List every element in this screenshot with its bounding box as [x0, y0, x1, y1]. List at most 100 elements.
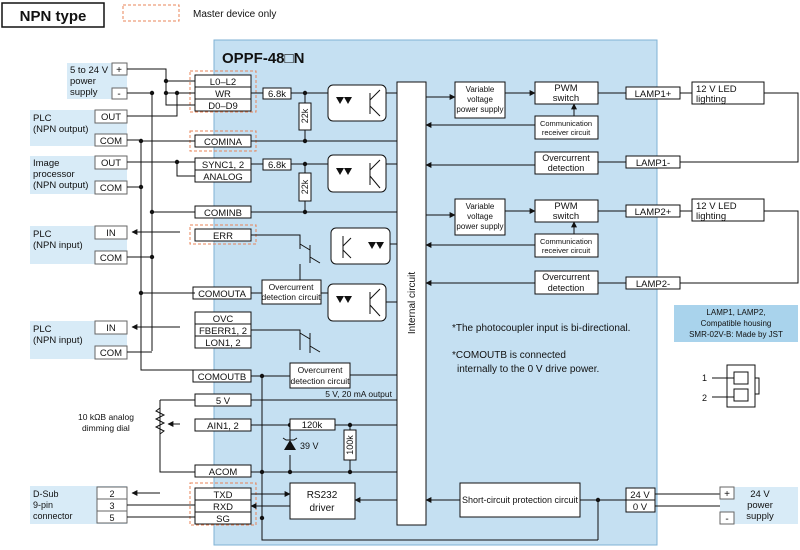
svg-text:(NPN output): (NPN output)	[33, 180, 88, 191]
legend-label: Master device only	[193, 9, 276, 20]
svg-text:lighting: lighting	[696, 94, 726, 105]
terminal-blocks: L0–L2 WR D0–D9 COMINA SYNC1, 2 ANALOG CO…	[192, 74, 252, 525]
svg-text:LAMP1+: LAMP1+	[635, 89, 672, 100]
svg-text:receiver circuit: receiver circuit	[542, 128, 591, 137]
svg-text:5 V: 5 V	[216, 396, 231, 407]
overcurrent-detection-a: Overcurrent detection circuit	[261, 279, 322, 305]
junction-dots	[138, 78, 601, 521]
zener-diode: 39 V	[282, 437, 319, 451]
svg-text:Image: Image	[33, 158, 59, 169]
svg-text:SYNC1, 2: SYNC1, 2	[202, 160, 244, 171]
type-badge	[1, 2, 105, 28]
svg-text:+: +	[724, 489, 730, 500]
svg-text:9-pin: 9-pin	[33, 500, 53, 510]
svg-text:COM: COM	[100, 136, 122, 147]
power-supply-24v: + - 24 V power supply	[719, 486, 798, 525]
svg-text:power: power	[70, 76, 96, 87]
svg-text:ERR: ERR	[213, 231, 233, 242]
svg-text:COMINB: COMINB	[204, 208, 242, 219]
short-circuit-protection: Short-circuit protection circuit	[459, 482, 581, 518]
svg-text:Communication: Communication	[540, 237, 592, 246]
svg-text:-: -	[725, 514, 728, 525]
svg-text:Overcurrent: Overcurrent	[542, 153, 590, 163]
overcurrent-detection-b: Overcurrent detection circuit	[289, 362, 351, 389]
svg-text:ACOM: ACOM	[209, 467, 238, 478]
resistor-100k: 100k	[345, 435, 355, 455]
svg-text:PLC: PLC	[33, 324, 52, 335]
power-supply-5-24: 5 to 24 V power supply + -	[67, 62, 128, 100]
connector-housing-drawing: 1 2	[702, 364, 760, 408]
svg-text:-: -	[117, 89, 120, 100]
output-terminals: LAMP1+ LAMP1- LAMP2+ LAMP2- 24 V 0 V	[625, 86, 681, 513]
svg-text:WR: WR	[215, 89, 231, 100]
dimming-potentiometer	[154, 400, 166, 472]
overcurrent-detection-2: Overcurrent detection	[534, 270, 599, 295]
svg-text:12 V LED: 12 V LED	[696, 84, 737, 95]
svg-text:5 to 24 V: 5 to 24 V	[70, 65, 109, 76]
svg-text:Variable: Variable	[466, 202, 495, 211]
svg-text:24 V: 24 V	[750, 489, 770, 500]
svg-text:0 V: 0 V	[633, 502, 648, 513]
svg-text:39 V: 39 V	[300, 441, 319, 451]
svg-text:D0–D9: D0–D9	[208, 101, 238, 112]
svg-text:COMOUTB: COMOUTB	[198, 372, 247, 383]
pwm-switch-1: PWM switch	[534, 81, 599, 105]
svg-text:Overcurrent: Overcurrent	[298, 365, 344, 375]
svg-text:COM: COM	[100, 183, 122, 194]
svg-text:COMOUTA: COMOUTA	[198, 289, 247, 300]
svg-text:SMR-02V-B: Made by JST: SMR-02V-B: Made by JST	[689, 330, 783, 339]
svg-text:Communication: Communication	[540, 119, 592, 128]
svg-text:2: 2	[702, 393, 707, 403]
svg-text:dimming dial: dimming dial	[82, 423, 130, 433]
svg-text:PWM: PWM	[554, 83, 577, 94]
photocoupler-ovc	[327, 283, 387, 322]
svg-text:detection: detection	[548, 163, 585, 173]
svg-text:power: power	[747, 500, 773, 511]
svg-text:Variable: Variable	[466, 85, 495, 94]
svg-text:COM: COM	[100, 253, 122, 264]
svg-text:voltage: voltage	[467, 212, 493, 221]
signal-arrows	[131, 90, 577, 509]
svg-text:Short-circuit protection circu: Short-circuit protection circuit	[462, 495, 579, 505]
svg-text:LAMP2+: LAMP2+	[635, 207, 672, 218]
svg-text:*COMOUTB is connected: *COMOUTB is connected	[452, 350, 566, 361]
svg-text:lighting: lighting	[696, 211, 726, 222]
svg-text:supply: supply	[70, 87, 98, 98]
svg-text:LON1, 2: LON1, 2	[205, 338, 240, 349]
pwm-switch-2: PWM switch	[534, 199, 599, 223]
svg-text:receiver circuit: receiver circuit	[542, 246, 591, 255]
svg-text:*The photocoupler input is bi-: *The photocoupler input is bi-directiona…	[452, 323, 630, 334]
svg-text:ANALOG: ANALOG	[203, 172, 243, 183]
svg-text:1: 1	[702, 373, 707, 383]
svg-text:3: 3	[109, 501, 114, 511]
svg-text:connector: connector	[33, 511, 73, 521]
svg-text:12 V LED: 12 V LED	[696, 201, 737, 212]
resistor-r68-2: 6.8k	[268, 160, 286, 171]
svg-text:PWM: PWM	[554, 201, 577, 212]
svg-text:LAMP1, LAMP2,: LAMP1, LAMP2,	[706, 308, 765, 317]
svg-text:AIN1, 2: AIN1, 2	[207, 421, 239, 432]
housing-info: LAMP1, LAMP2, Compatible housing SMR-02V…	[674, 305, 798, 342]
model-title: OPPF-48□N	[222, 50, 304, 67]
plc-npn-output: PLC (NPN output) OUT COM	[30, 109, 128, 147]
svg-text:LAMP1-: LAMP1-	[636, 158, 670, 169]
svg-text:switch: switch	[553, 93, 579, 104]
variable-power-supply-2: Variable voltage power supply	[454, 198, 506, 236]
internal-circuit-label: Internal circuit	[407, 272, 418, 334]
photocoupler-err	[330, 227, 391, 265]
svg-text:TXD: TXD	[214, 490, 233, 501]
svg-text:5: 5	[109, 513, 114, 523]
svg-text:RXD: RXD	[213, 502, 233, 513]
svg-text:(NPN input): (NPN input)	[33, 335, 83, 346]
internal-circuit-block	[396, 81, 427, 526]
svg-text:(NPN input): (NPN input)	[33, 240, 83, 251]
analog-dial-label: 10 kΩB analog dimming dial	[78, 412, 134, 433]
resistor-120k: 120k	[302, 420, 323, 431]
resistor-r68-1: 6.8k	[268, 89, 286, 100]
svg-text:COM: COM	[100, 348, 122, 359]
master-group-l	[189, 70, 257, 113]
svg-text:OVC: OVC	[213, 314, 234, 325]
svg-text:detection: detection	[548, 283, 585, 293]
variable-power-supply-1: Variable voltage power supply	[454, 81, 506, 119]
